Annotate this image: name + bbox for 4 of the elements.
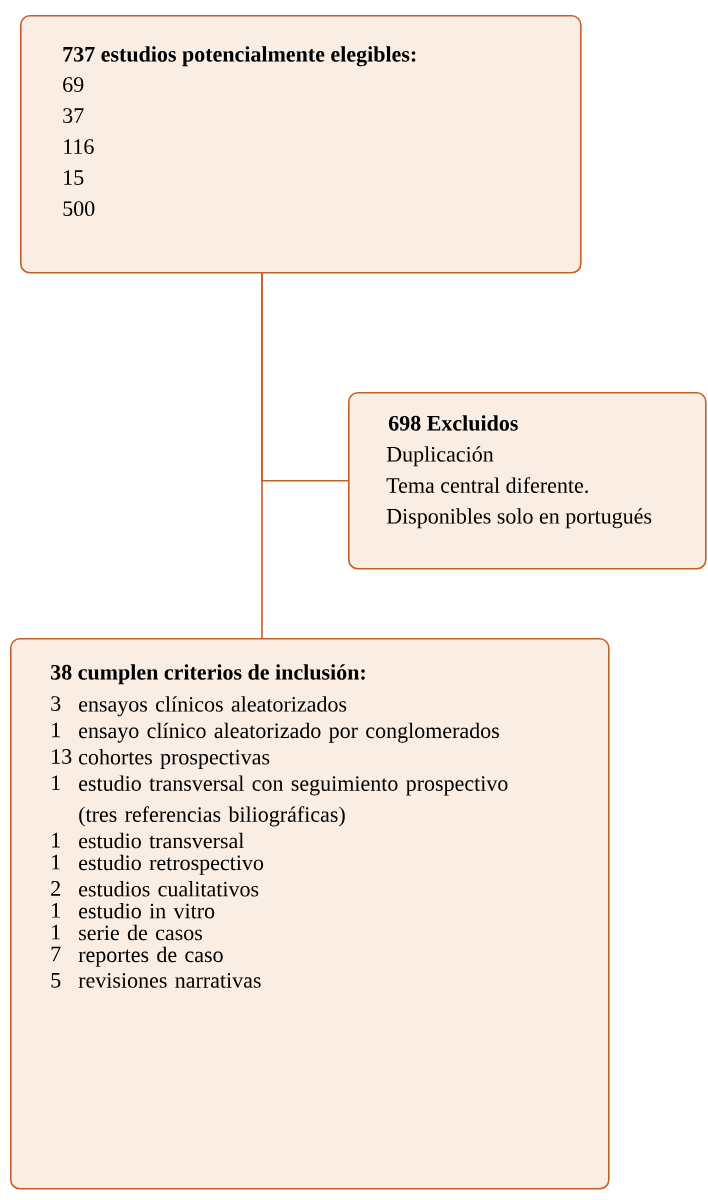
connector-line bbox=[261, 272, 349, 482]
process-box: 38 cumplen criterios de inclusión: 3 ensayos clínicos aleatorizados 1 ensayo clínico aleatorizado por conglomerados 13 cohortes prospectivas 1 estudio transversal con seguimiento prospectivo (tres referencias biliográficas) 1 estudio transversal 1 estudio retrospectivo 2 estudios cualitativos 1 estudio in vitro 1 serie de casos 7 reportes de caso 5 revisiones narrativas bbox=[10, 638, 610, 1190]
process-box: 698 Excluidos Duplicación Tema central diferente. Disponibles solo en portugués bbox=[348, 392, 707, 570]
process-box: 737 estudios potencialmente elegibles: 69 37 116 15 500 bbox=[20, 15, 582, 274]
